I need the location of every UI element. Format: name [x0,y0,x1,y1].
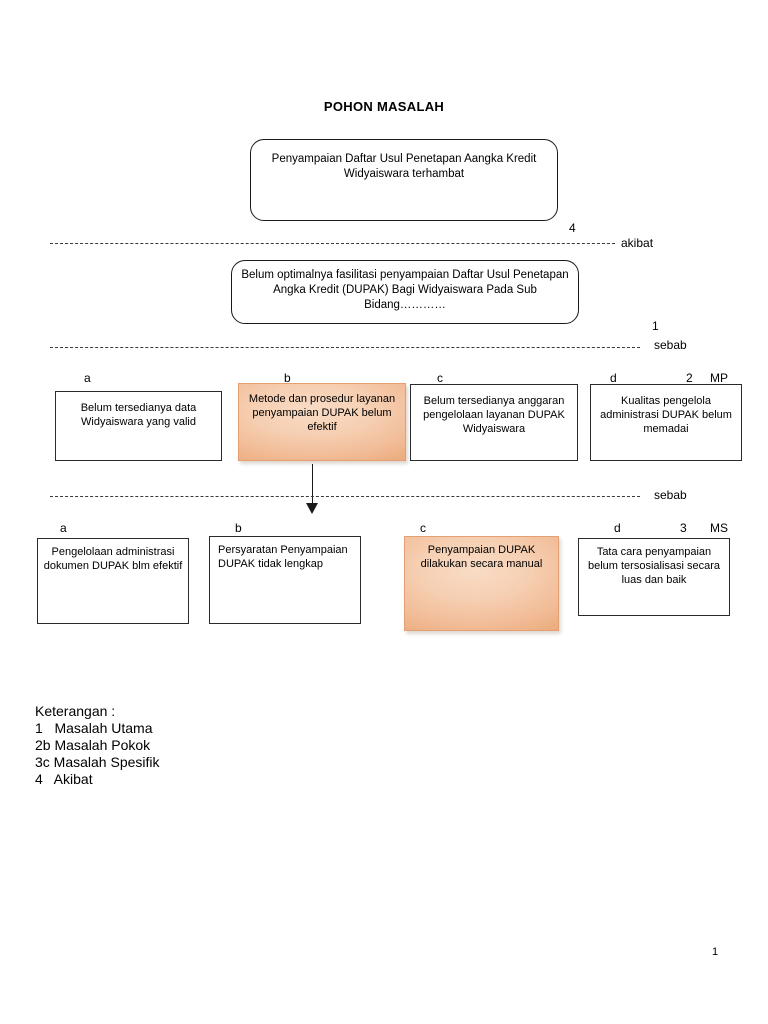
level2-box-c-text: Belum tersedianya anggaran pengelolaan l… [423,395,565,435]
level3-box-c-text: Penyampaian DUPAK dilakukan secara manua… [420,544,543,570]
level2-box-b-text: Metode dan prosedur layanan penyampaian … [248,393,396,433]
level3-item-letter-c: c [420,521,426,535]
level-number-akibat: 4 [569,221,576,235]
level2-item-letter-d: d [610,371,617,385]
divider-label-sebab-2: sebab [654,488,687,502]
level2-code-number: 2 [686,371,693,385]
connector-arrow-head-icon [306,503,318,514]
level2-box-a: Belum tersedianya data Widyaiswara yang … [55,391,222,461]
level2-item-letter-c: c [437,371,443,385]
legend: Keterangan : 1 Masalah Utama 2b Masalah … [35,703,160,788]
level2-box-d-text: Kualitas pengelola administrasi DUPAK be… [600,395,732,435]
level3-box-c-highlighted: Penyampaian DUPAK dilakukan secara manua… [404,536,559,631]
legend-heading: Keterangan : [35,703,116,719]
legend-row-1: 1 Masalah Utama [35,720,153,736]
level3-box-b-text: Persyaratan Penyampaian DUPAK tidak leng… [218,544,348,570]
connector-arrow-line [312,464,313,506]
divider-label-sebab-1: sebab [654,338,687,352]
legend-row-2: 2b Masalah Pokok [35,737,151,753]
level-number-masalah-utama: 1 [652,319,659,333]
level2-item-letter-b: b [284,371,291,385]
effect-box-text: Penyampaian Daftar Usul Penetapan Aangka… [271,153,537,180]
divider-sebab-2 [50,496,640,497]
level2-box-a-text: Belum tersedianya data Widyaiswara yang … [80,402,197,428]
level3-code-suffix: MS [710,521,728,535]
main-problem-box: Belum optimalnya fasilitasi penyampaian … [231,260,579,324]
effect-box: Penyampaian Daftar Usul Penetapan Aangka… [250,139,558,221]
level3-box-d: Tata cara penyampaian belum tersosialisa… [578,538,730,616]
divider-label-akibat: akibat [621,236,654,250]
level2-item-letter-a: a [84,371,91,385]
level2-box-b-highlighted: Metode dan prosedur layanan penyampaian … [238,383,406,461]
level3-box-d-text: Tata cara penyampaian belum tersosialisa… [587,546,721,586]
legend-row-3: 3c Masalah Spesifik [35,754,160,770]
level3-item-letter-a: a [60,521,67,535]
divider-sebab-1 [50,347,640,348]
level2-code-suffix: MP [710,371,728,385]
divider-akibat [50,243,615,244]
legend-row-4: 4 Akibat [35,771,93,787]
level3-item-letter-d: d [614,521,621,535]
level3-item-letter-b: b [235,521,242,535]
level2-box-c: Belum tersedianya anggaran pengelolaan l… [410,384,578,461]
level3-code-number: 3 [680,521,687,535]
main-problem-text: Belum optimalnya fasilitasi penyampaian … [241,269,569,311]
level3-box-a: Pengelolaan administrasi dokumen DUPAK b… [37,538,189,624]
level2-box-d: Kualitas pengelola administrasi DUPAK be… [590,384,742,461]
level3-box-b: Persyaratan Penyampaian DUPAK tidak leng… [209,536,361,624]
page-number: 1 [712,946,719,958]
page-title: POHON MASALAH [323,99,445,114]
level3-box-a-text: Pengelolaan administrasi dokumen DUPAK b… [43,546,183,572]
